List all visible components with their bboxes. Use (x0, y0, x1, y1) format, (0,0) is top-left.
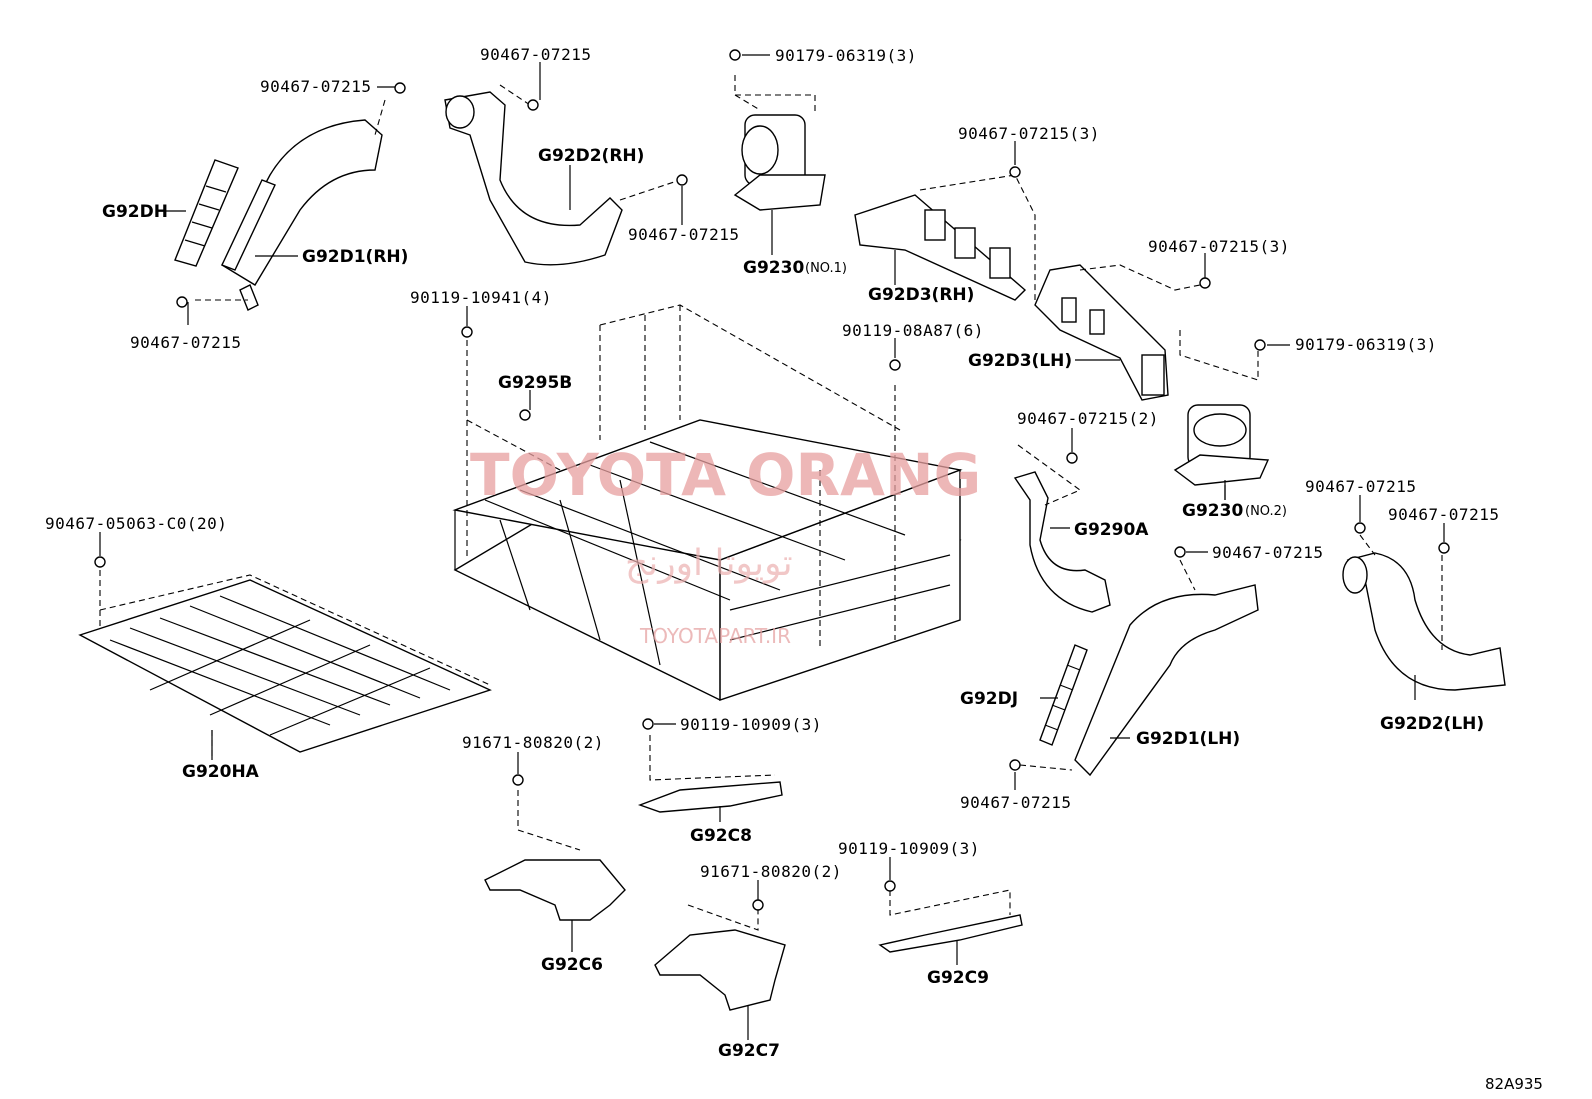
label-g92c7: G92C7 (718, 1041, 780, 1061)
label-g9295b: G9295B (498, 373, 572, 393)
label-g92d1-rh: G92D1(RH) (302, 247, 408, 267)
label-g92dj: G92DJ (960, 689, 1018, 709)
watermark: TOYOTA ORANG تويوتا اورنج TOYOTAPART.IR (470, 441, 981, 648)
label-g92c6: G92C6 (541, 955, 603, 975)
label-91671-80820-b: 91671-80820(2) (700, 862, 842, 881)
bracket-g92c6 (484, 790, 626, 921)
label-90467-07215-b: 90467-07215 (480, 45, 591, 64)
duct-g92d1-rh (221, 119, 383, 311)
label-90467-07215-3-b: 90467-07215(3) (1148, 237, 1290, 256)
label-g92d2-lh: G92D2(LH) (1380, 714, 1484, 734)
hose-g9290a (1013, 444, 1111, 613)
label-90119-10941: 90119-10941(4) (410, 288, 552, 307)
label-90119-08a87: 90119-08A87(6) (842, 321, 984, 340)
under-cover-tray (78, 570, 492, 760)
label-90467-07215-a: 90467-07215 (260, 77, 371, 96)
blower-no1 (733, 75, 826, 255)
grille-g92dj (1039, 644, 1088, 746)
label-90119-10909-a: 90119-10909(3) (680, 715, 822, 734)
bracket-g92c8 (637, 735, 783, 813)
diagram-code: 82A935 (1485, 1075, 1543, 1093)
label-g92dh: G92DH (102, 202, 168, 222)
duct-g92d3-rh (854, 160, 1036, 301)
label-90467-05063: 90467-05063-C0(20) (45, 514, 227, 533)
label-90467-07215-g: 90467-07215 (1388, 505, 1499, 524)
label-g92d1-lh: G92D1(LH) (1136, 729, 1240, 749)
label-g92d3-lh: G92D3(LH) (968, 351, 1072, 371)
label-90467-07215-2: 90467-07215(2) (1017, 409, 1159, 428)
duct-g92d2-rh (444, 84, 681, 266)
label-g9230-no2: (NO.2) (1245, 504, 1287, 519)
label-g92d2-rh: G92D2(RH) (538, 146, 644, 166)
duct-g92d3-lh (1034, 264, 1201, 401)
bracket-g92c7 (654, 895, 786, 1011)
label-g92d3-rh: G92D3(RH) (868, 285, 974, 305)
label-90467-07215-3-a: 90467-07215(3) (958, 124, 1100, 143)
label-90179-06319-a: 90179-06319(3) (775, 46, 917, 65)
duct-g92d2-lh (1342, 534, 1506, 691)
label-90179-06319-b: 90179-06319(3) (1295, 335, 1437, 354)
blower-no2 (1173, 330, 1270, 500)
label-90467-07215-h: 90467-07215 (960, 793, 1071, 812)
label-90119-10909-b: 90119-10909(3) (838, 839, 980, 858)
bracket-g92c9 (878, 889, 1023, 953)
label-g9230-b: G9230 (1182, 501, 1243, 521)
label-90467-07215-c: 90467-07215 (130, 333, 241, 352)
label-g920ha: G920HA (182, 762, 260, 782)
label-91671-80820-a: 91671-80820(2) (462, 733, 604, 752)
label-90467-07215-f: 90467-07215 (1305, 477, 1416, 496)
label-g92c9: G92C9 (927, 968, 989, 988)
duct-g92d1-lh (1019, 559, 1259, 777)
label-90467-07215-e: 90467-07215 (1212, 543, 1323, 562)
label-g9290a: G9290A (1074, 520, 1149, 540)
watermark-brand: TOYOTA ORANG (470, 441, 981, 509)
watermark-site: TOYOTAPART.IR (639, 624, 791, 648)
label-g9230-no1: (NO.1) (805, 261, 847, 276)
label-g92c8: G92C8 (690, 826, 752, 846)
label-g9230: G9230 (743, 258, 804, 278)
battery-pack (452, 304, 963, 701)
grille-g92dh (174, 159, 239, 267)
part-labels: 90467-07215 90467-07215 90179-06319(3) G… (45, 45, 1543, 1093)
watermark-arabic: تويوتا اورنج (625, 543, 793, 584)
label-90467-07215-d: 90467-07215 (628, 225, 739, 244)
leader-lines (99, 54, 1445, 1040)
fastener-icons (94, 49, 1450, 911)
